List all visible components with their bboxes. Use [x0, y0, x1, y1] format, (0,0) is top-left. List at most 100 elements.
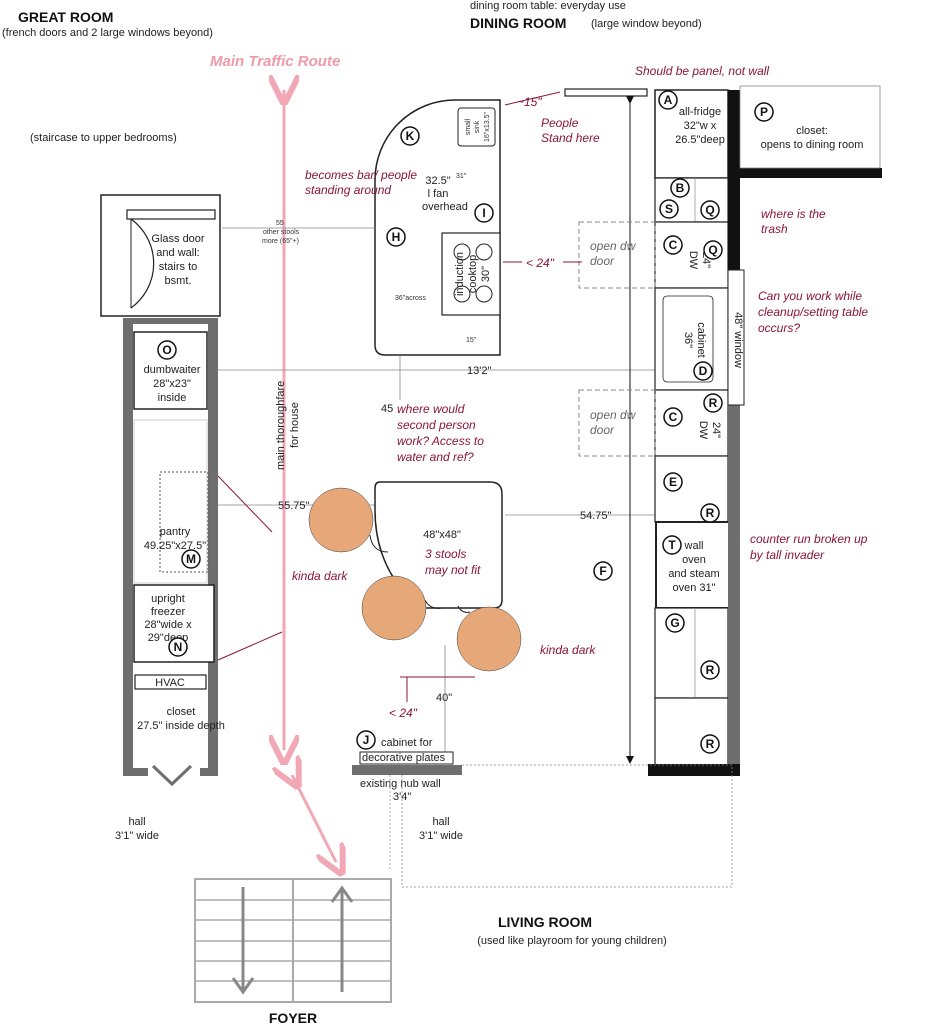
marker-c: C: [669, 238, 678, 252]
marker-circle: [168, 637, 188, 657]
pantry: pantry 49.25"x27.5": [133, 419, 209, 584]
marker-r: R: [706, 663, 715, 677]
marker-circle: [754, 102, 774, 122]
across-dim: 36"across: [395, 295, 426, 302]
marker-circle: [356, 730, 376, 750]
cabinet-36-line1: 36": [682, 332, 694, 348]
right-wall-upper: [728, 90, 740, 270]
marker-q: Q: [705, 203, 714, 217]
living-room-title: LIVING ROOM: [498, 914, 592, 930]
annotation-counter-line1: counter run broken up: [750, 532, 868, 546]
annotation-lt-24-b: < 24": [389, 706, 418, 720]
open-dw-bottom-line2: door: [590, 423, 615, 437]
marker-m: M: [186, 552, 196, 566]
marker-circle: [157, 340, 177, 360]
closet-wall: [740, 168, 882, 178]
marker-circle: [700, 503, 720, 523]
marker-circle: [658, 90, 678, 110]
dw-bottom-line2: 24": [710, 422, 722, 438]
marker-r: R: [709, 396, 718, 410]
marker-j: J: [363, 733, 370, 747]
open-dw-top-line2: door: [590, 254, 615, 268]
left-wall-column: [123, 318, 218, 787]
open-dw-door-bottom: [578, 389, 656, 457]
marker-d: D: [699, 364, 708, 378]
glass-door-line2: and wall:: [156, 247, 199, 259]
dim-31: 31": [456, 173, 467, 180]
marker-c: C: [669, 410, 678, 424]
glass-door-stairs: Glass door and wall: stairs to bsmt.: [100, 194, 221, 317]
annotation-second-line2: second person: [397, 418, 476, 432]
dumbwaiter-line3: inside: [158, 392, 187, 404]
marker-n: N: [174, 640, 183, 654]
marker-circle: [700, 660, 720, 680]
marker-circle: [670, 178, 690, 198]
annotation-kinda-dark-2: kinda dark: [540, 643, 596, 657]
pantry-line2: 49.25"x27.5": [144, 540, 206, 552]
dumbwaiter: dumbwaiter 28"x23" inside: [133, 331, 208, 410]
marker-a: A: [664, 93, 673, 107]
dim-54-75: 54.75": [580, 510, 612, 522]
freezer-line2: freezer: [151, 606, 186, 618]
marker-circle: [181, 549, 201, 569]
dim-40: 40": [436, 692, 452, 704]
open-dw-door-top: [578, 221, 656, 289]
marker-circle: [663, 472, 683, 492]
closet-right-line1: closet:: [796, 125, 828, 137]
annotation-stools-line2: may not fit: [425, 563, 481, 577]
marker-circle: [593, 561, 613, 581]
hall-right-line2: 3'1" wide: [419, 830, 463, 842]
dining-room-note: (large window beyond): [591, 18, 702, 30]
island-fan-line1: 32.5": [425, 175, 450, 187]
annotation-second-line3: work? Access to: [397, 434, 484, 448]
marker-h: H: [392, 230, 401, 244]
table-label: 48"x48": [423, 529, 461, 541]
hvac: HVAC: [134, 674, 207, 690]
dining-room-title: DINING ROOM: [470, 15, 566, 31]
small-sink-line2: sink: [474, 120, 481, 133]
stool: [456, 606, 522, 672]
marker-circle: [700, 200, 720, 220]
marker-b: B: [676, 181, 685, 195]
dw-bottom-line1: DW: [697, 421, 709, 440]
window-48: [727, 269, 745, 406]
annotation-kinda-dark-1: kinda dark: [292, 569, 348, 583]
small-sink-line3: 16"x13.5": [484, 112, 491, 142]
hall-left-line1: hall: [128, 816, 145, 828]
foyer-title: FOYER: [269, 1010, 317, 1024]
annotation-trash-line2: trash: [761, 222, 788, 236]
wall-oven-line1: wall: [684, 540, 704, 552]
marker-circle: [662, 535, 682, 555]
marker-circle: [386, 227, 406, 247]
dining-table-note: dining room table: everyday use: [470, 0, 626, 12]
main-traffic-route-label: Main Traffic Route: [210, 53, 340, 70]
annotation-dark-line: [217, 475, 273, 533]
marker-f: F: [599, 564, 606, 578]
annotation-panel-not-wall: Should be panel, not wall: [635, 64, 769, 78]
marker-circle: [665, 613, 685, 633]
marker-g: G: [670, 616, 679, 630]
other-stools-1: 55: [276, 220, 284, 227]
freezer-line3: 28"wide x: [144, 619, 192, 631]
plates-line1: cabinet for: [381, 737, 433, 749]
marker-r: R: [706, 506, 715, 520]
annotation-cleanup-line3: occurs?: [758, 321, 800, 335]
plates-line2: decorative plates: [362, 752, 446, 764]
living-room-note: (used like playroom for young children): [477, 935, 667, 947]
annotation-trash-line1: where is the: [761, 207, 826, 221]
table-area: 48"x48": [308, 481, 522, 672]
island-fan-line3: overhead: [422, 201, 468, 213]
annotation-cleanup-line2: cleanup/setting table: [758, 305, 868, 319]
staircase-label: (staircase to upper bedrooms): [30, 132, 177, 144]
freezer-line1: upright: [151, 593, 185, 605]
nub-wall-line1: existing nub wall: [360, 778, 441, 790]
marker-k: K: [406, 129, 415, 143]
pantry-line1: pantry: [160, 526, 191, 538]
stool: [361, 575, 427, 641]
fridge-line3: 26.5"deep: [675, 134, 725, 146]
great-room-note: (french doors and 2 large windows beyond…: [2, 27, 213, 39]
annotation-people-line2: Stand here: [541, 131, 600, 145]
marker-circle: [663, 407, 683, 427]
hvac-label: HVAC: [155, 677, 185, 689]
